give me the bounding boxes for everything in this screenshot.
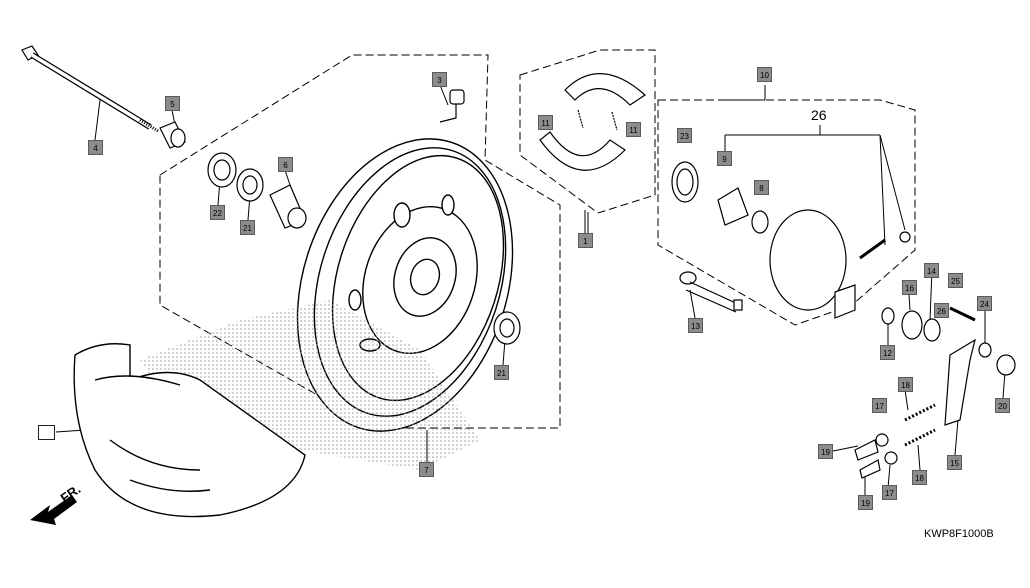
callout-clip-12[interactable]: 12: [880, 345, 895, 360]
callout-oil-seal-left[interactable]: 22: [210, 205, 225, 220]
callout-bearing-left[interactable]: 21: [240, 220, 255, 235]
callout-dust-seal[interactable]: 23: [677, 128, 692, 143]
callout-indicator-14[interactable]: 14: [924, 263, 939, 278]
callout-bearing-right[interactable]: 21: [494, 365, 509, 380]
bearing-right: [493, 311, 521, 345]
brake-arm-parts: [854, 306, 1016, 479]
tire-valve: [439, 89, 465, 123]
callout-spring-right[interactable]: 11: [626, 122, 641, 137]
callout-joint-17-top[interactable]: 17: [872, 398, 887, 413]
callout-wheel[interactable]: 7: [419, 462, 434, 477]
brake-panel-group-outline: [657, 99, 916, 326]
tire: [73, 343, 306, 518]
distance-collar: [269, 184, 307, 229]
callout-gear[interactable]: 9: [717, 151, 732, 166]
assembly-label: 26: [811, 107, 827, 123]
callout-bolt-25[interactable]: 25: [948, 273, 963, 288]
callout-pin-19-bottom[interactable]: 19: [858, 495, 873, 510]
callout-spring-16[interactable]: 16: [902, 280, 917, 295]
callout-spring-left[interactable]: 11: [538, 115, 553, 130]
front-direction-arrow: [30, 495, 77, 525]
callout-washer-24[interactable]: 24: [977, 296, 992, 311]
brake-shoes: [539, 73, 646, 171]
callout-joint-17-bottom[interactable]: 17: [882, 485, 897, 500]
callout-axle-bolt[interactable]: 4: [88, 140, 103, 155]
callout-pin-19-left[interactable]: 19: [818, 444, 833, 459]
callout-brake-panel[interactable]: 10: [757, 67, 772, 82]
callout-brake-arm-15[interactable]: 15: [947, 455, 962, 470]
brake-cam: [679, 271, 743, 313]
tire-callout-box[interactable]: [38, 425, 55, 440]
diagram-code: KWP8F1000B: [924, 528, 994, 540]
callout-brake-cam[interactable]: 13: [688, 318, 703, 333]
callout-distance-collar[interactable]: 6: [278, 157, 293, 172]
callout-spring-18-bottom[interactable]: 18: [912, 470, 927, 485]
bearings-left: [207, 152, 264, 202]
callout-spring-18-top[interactable]: 18: [898, 377, 913, 392]
callout-seal-26[interactable]: 26: [934, 303, 949, 318]
brake-shoe-group-outline: [519, 49, 656, 214]
callout-side-collar[interactable]: 5: [165, 96, 180, 111]
axle-bolt: [21, 45, 159, 133]
side-collar: [159, 121, 186, 149]
callout-washer[interactable]: 8: [754, 180, 769, 195]
callout-nut-20[interactable]: 20: [995, 398, 1010, 413]
callout-brake-shoe[interactable]: 1: [578, 233, 593, 248]
brake-panel-parts: [671, 161, 911, 319]
callout-valve[interactable]: 3: [432, 72, 447, 87]
